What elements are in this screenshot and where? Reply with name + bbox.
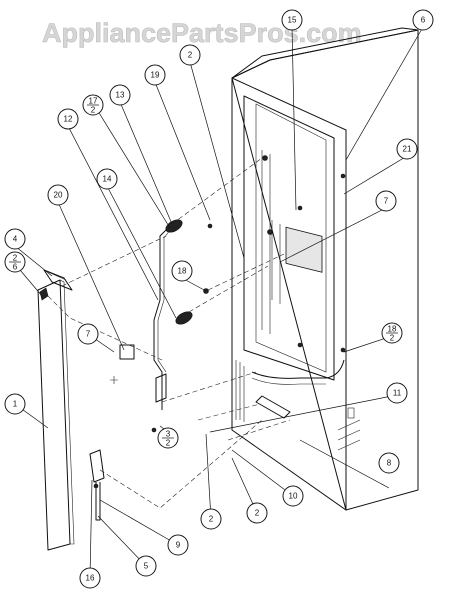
svg-text:2: 2	[188, 51, 193, 60]
cabinet-side-panel	[231, 29, 419, 511]
svg-text:3: 3	[166, 430, 171, 439]
connector-top	[165, 219, 183, 233]
cabinet-liner	[243, 95, 335, 381]
svg-text:6: 6	[421, 16, 426, 25]
callout-2-lower-right: 2	[246, 502, 268, 524]
callout-7-left: 7	[77, 323, 99, 345]
callout-21: 21	[396, 138, 418, 160]
door-handle	[43, 269, 73, 291]
callout-9: 9	[167, 534, 189, 556]
svg-text:10: 10	[289, 492, 298, 501]
connector-middle	[175, 311, 193, 325]
cabinet-label	[347, 407, 355, 419]
svg-text:14: 14	[103, 175, 112, 184]
callout-13: 13	[109, 84, 131, 106]
svg-text:12: 12	[64, 115, 73, 124]
liner-fitting	[297, 342, 303, 348]
cabinet-screw	[340, 173, 346, 179]
svg-text:6: 6	[13, 263, 18, 272]
svg-text:5: 5	[144, 562, 149, 571]
callout-12: 12	[57, 108, 79, 130]
liner-fitting	[267, 229, 273, 235]
callout-10: 10	[282, 485, 304, 507]
drain-tube	[251, 359, 345, 379]
callout-3-2: 3 2	[157, 427, 179, 449]
svg-text:17: 17	[89, 97, 98, 106]
liner-fitting	[262, 155, 268, 161]
callout-15: 15	[281, 9, 303, 31]
svg-text:2: 2	[209, 515, 214, 524]
svg-text:7: 7	[86, 330, 91, 339]
wire-tie	[110, 376, 118, 384]
door	[37, 279, 75, 551]
callout-8: 8	[378, 452, 400, 474]
svg-text:2: 2	[13, 254, 18, 263]
cabinet	[231, 27, 419, 511]
callout-2: 2	[179, 44, 201, 66]
callout-1: 1	[4, 393, 26, 415]
callout-2-lower-left: 2	[200, 508, 222, 530]
cabinet-top	[231, 27, 419, 79]
svg-text:20: 20	[54, 191, 63, 200]
callout-7: 7	[375, 190, 397, 212]
callout-4: 4	[4, 228, 26, 250]
callout-11: 11	[386, 382, 408, 404]
callout-20: 20	[47, 184, 69, 206]
callout-6: 6	[412, 9, 434, 31]
svg-text:21: 21	[403, 145, 412, 154]
liner-channel-left	[261, 150, 271, 334]
callout-18: 18	[171, 260, 193, 282]
svg-text:16: 16	[86, 574, 95, 583]
svg-text:9: 9	[176, 541, 181, 550]
svg-text:4: 4	[13, 235, 18, 244]
callout-16: 16	[79, 567, 101, 589]
svg-text:8: 8	[387, 459, 392, 468]
watermark: AppliancePartsPros.com	[42, 18, 362, 48]
svg-text:2: 2	[91, 106, 96, 115]
cabinet-front-face	[231, 77, 347, 511]
leader-lines	[14, 26, 424, 579]
heater-wire	[153, 227, 169, 410]
cabinet-screw	[340, 347, 346, 353]
base-grille	[235, 360, 245, 422]
svg-text:1: 1	[13, 400, 18, 409]
clip	[207, 223, 213, 229]
callout-17-2: 17 2	[82, 94, 104, 116]
svg-text:13: 13	[116, 91, 125, 100]
svg-text:11: 11	[393, 389, 402, 398]
svg-text:2: 2	[390, 334, 395, 343]
svg-text:19: 19	[151, 71, 160, 80]
liner-fitting	[297, 205, 303, 211]
terminal-block	[119, 344, 135, 360]
door-screw	[39, 287, 49, 301]
explode-lines	[47, 157, 291, 509]
callout-5: 5	[135, 555, 157, 577]
switch-block	[155, 373, 167, 403]
svg-text:18: 18	[178, 267, 187, 276]
callout-18-2: 18 2	[381, 322, 403, 344]
svg-text:15: 15	[288, 16, 297, 25]
svg-text:18: 18	[388, 325, 397, 334]
bottom-hinge	[255, 395, 291, 419]
svg-text:2: 2	[255, 509, 260, 518]
heater-wiring-assembly	[110, 219, 213, 433]
callout-14: 14	[96, 168, 118, 190]
callout-2-6: 2 6	[4, 251, 26, 273]
svg-text:7: 7	[384, 197, 389, 206]
callout-19: 19	[144, 64, 166, 86]
svg-text:2: 2	[166, 439, 171, 448]
lower-hinge-bracket	[89, 449, 105, 521]
screw	[151, 427, 157, 433]
